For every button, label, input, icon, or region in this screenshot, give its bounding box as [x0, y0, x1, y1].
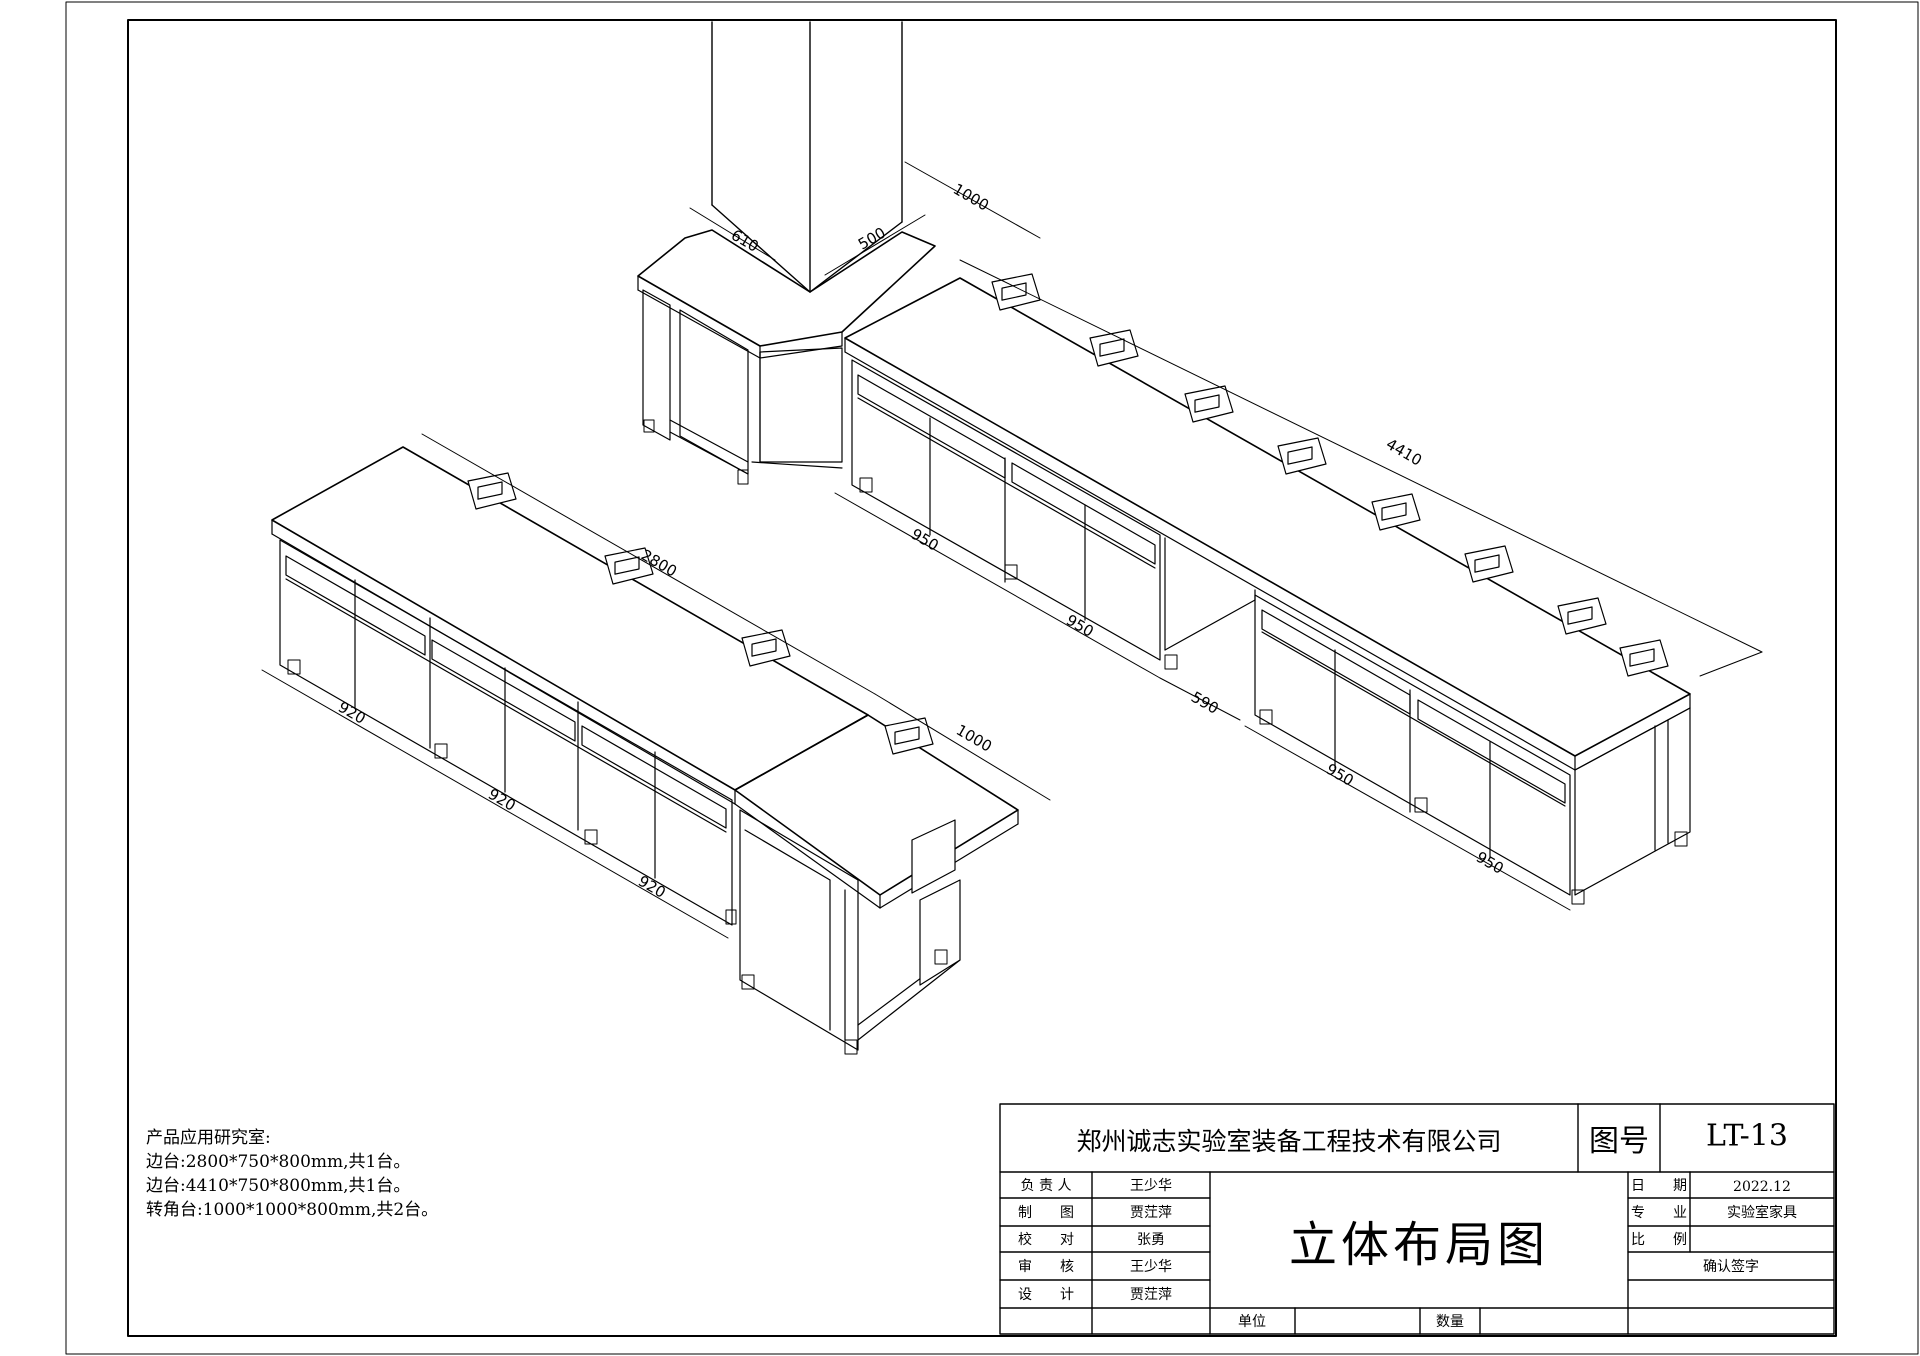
confirm-signature-label: 确认签字 — [1703, 1259, 1759, 1275]
drawing-number: LT-13 — [1706, 1118, 1788, 1154]
role-label: 设 计 — [1018, 1287, 1074, 1303]
date-value: 2022.12 — [1733, 1179, 1791, 1195]
scale-label: 比 例 — [1631, 1232, 1687, 1248]
dimension-text: 950 — [908, 525, 942, 555]
date-label: 日 期 — [1631, 1178, 1687, 1194]
drawing-number-label: 图号 — [1589, 1124, 1649, 1159]
title-block-frame — [999, 1103, 1835, 1335]
role-label: 负 责 人 — [1020, 1178, 1072, 1194]
role-label: 制 图 — [1018, 1205, 1074, 1221]
role-name: 王少华 — [1130, 1178, 1172, 1194]
dimension-text: 950 — [1063, 611, 1097, 641]
role-name: 张勇 — [1137, 1232, 1165, 1248]
role-name: 贾茳萍 — [1130, 1205, 1172, 1221]
sheet-border — [65, 1, 1919, 1355]
corner-table-front — [734, 714, 1019, 1055]
reagent-boxes-left — [467, 472, 934, 755]
notes-line: 边台:2800*750*800mm,共1台。 — [146, 1152, 411, 1172]
drawing-title: 立体布局图 — [1288, 1217, 1550, 1273]
company-name: 郑州诚志实验室装备工程技术有限公司 — [1076, 1127, 1502, 1156]
role-name: 贾茳萍 — [1130, 1287, 1172, 1303]
role-name: 王少华 — [1130, 1259, 1172, 1275]
dimension-text: 500 — [855, 224, 889, 254]
notes-line: 转角台:1000*1000*800mm,共2台。 — [146, 1200, 439, 1220]
unit-label: 单位 — [1238, 1314, 1266, 1330]
specialty-label: 专 业 — [1631, 1205, 1687, 1221]
fume-hood-column — [711, 21, 903, 293]
dimension-text: 920 — [635, 872, 669, 902]
dimension-text: 950 — [1323, 760, 1357, 790]
role-label: 审 核 — [1018, 1259, 1074, 1275]
dimension-text: 4410 — [1383, 435, 1425, 470]
dimension-text: 920 — [335, 698, 369, 728]
dimension-lines — [261, 161, 1763, 939]
notes-heading: 产品应用研究室: — [146, 1128, 271, 1148]
bench-left-2800 — [271, 446, 869, 926]
dimension-text: 1000 — [953, 721, 995, 756]
bench-right-4410 — [844, 277, 1691, 905]
specialty-value: 实验室家具 — [1727, 1205, 1797, 1221]
quantity-label: 数量 — [1436, 1314, 1464, 1330]
role-label: 校 对 — [1018, 1232, 1074, 1248]
dimension-text: 1000 — [950, 180, 992, 215]
dimension-text: 590 — [1188, 688, 1222, 718]
dimension-texts: 1000 610 500 4410 950 950 590 950 950 28… — [335, 180, 1507, 902]
dimension-text: 920 — [485, 785, 519, 815]
reagent-boxes-right — [991, 273, 1669, 677]
product-notes: 产品应用研究室: 边台:2800*750*800mm,共1台。 边台:4410*… — [146, 1126, 438, 1222]
notes-line: 边台:4410*750*800mm,共1台。 — [146, 1176, 411, 1196]
dimension-text: 950 — [1473, 848, 1507, 878]
corner-table-back — [637, 229, 936, 485]
